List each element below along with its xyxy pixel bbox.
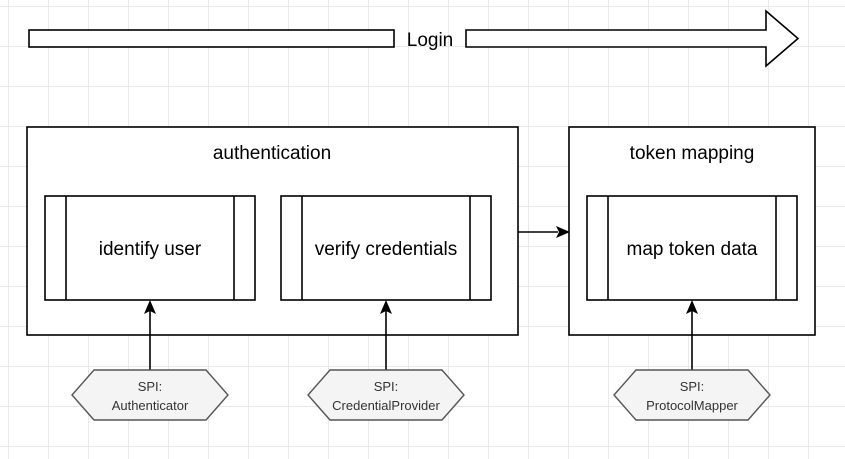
- process-map-token-data[interactable]: map token data: [586, 195, 798, 301]
- spi-authenticator-hexagon: [71, 369, 229, 421]
- process-map-token-data-label: map token data: [627, 239, 758, 260]
- spi-credentialprovider-line2: CredentialProvider: [332, 398, 440, 413]
- spi-authenticator[interactable]: SPI: Authenticator: [71, 300, 229, 421]
- spi-protocolmapper-line2: ProtocolMapper: [646, 398, 738, 413]
- connector-authentication-to-token-mapping: [518, 226, 570, 238]
- spi-protocolmapper-hexagon: [613, 369, 771, 421]
- spi-authenticator-line2: Authenticator: [112, 398, 189, 413]
- connector-arrowhead: [556, 226, 570, 238]
- login-flow-arrow: [465, 9, 800, 68]
- spi-authenticator-line1: SPI:: [138, 379, 163, 394]
- spi-protocolmapper-arrowhead: [686, 300, 698, 314]
- spi-credentialprovider[interactable]: SPI: CredentialProvider: [307, 300, 465, 421]
- process-verify-credentials-label: verify credentials: [315, 239, 458, 260]
- process-verify-credentials-box: [280, 195, 492, 301]
- process-map-token-data-box: [586, 195, 798, 301]
- spi-authenticator-arrowhead: [144, 300, 156, 314]
- spi-protocolmapper[interactable]: SPI: ProtocolMapper: [613, 300, 771, 421]
- process-identify-user-label: identify user: [99, 239, 202, 260]
- spi-protocolmapper-line1: SPI:: [680, 379, 705, 394]
- process-verify-credentials[interactable]: verify credentials: [280, 195, 492, 301]
- spi-credentialprovider-hexagon: [307, 369, 465, 421]
- login-flow-label: Login: [407, 30, 454, 51]
- spi-credentialprovider-line1: SPI:: [374, 379, 399, 394]
- container-token-mapping-title: token mapping: [630, 143, 755, 164]
- container-authentication-title: authentication: [213, 143, 331, 164]
- process-identify-user[interactable]: identify user: [44, 195, 256, 301]
- spi-credentialprovider-arrowhead: [380, 300, 392, 314]
- process-identify-user-box: [44, 195, 256, 301]
- login-flow-tail: [28, 29, 395, 48]
